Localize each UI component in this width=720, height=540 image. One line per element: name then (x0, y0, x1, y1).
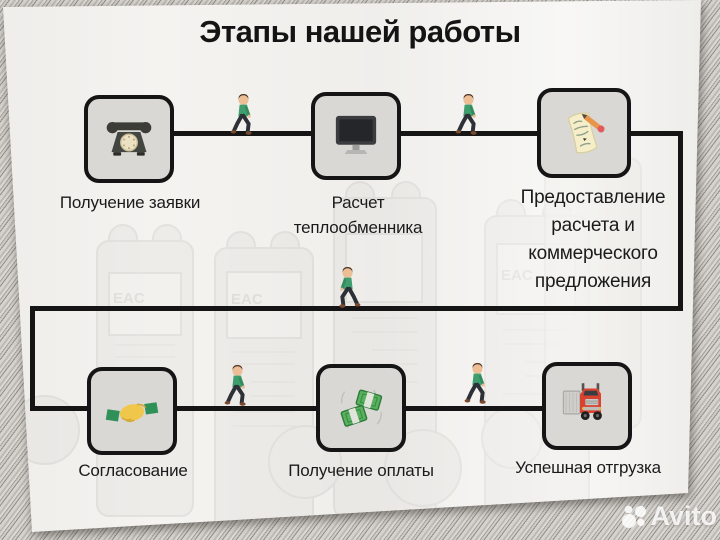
page-title: Этапы нашей работы (199, 14, 521, 49)
memo-pencil-icon (567, 112, 605, 154)
desktop-computer-icon (335, 115, 377, 154)
step-label-approval: Согласование (78, 461, 188, 480)
avito-watermark: Avito (621, 501, 718, 532)
step-label-proposal: Предоставление расчета и коммерческого п… (520, 187, 666, 292)
step-box-request (84, 95, 174, 183)
avito-watermark-label: Avito (650, 501, 718, 531)
svg-text:EAC: EAC (113, 290, 145, 307)
walking-person-icon (453, 91, 483, 137)
step-box-approval (87, 367, 177, 455)
connector-right-line (678, 131, 683, 311)
step-box-calculation (311, 92, 401, 180)
step-label-calculation: Расчет теплообменника (293, 193, 423, 237)
walking-person-icon (462, 360, 492, 406)
walking-person-icon (222, 362, 252, 408)
handshake-icon (105, 402, 159, 423)
step-box-shipment (542, 362, 632, 450)
money-banknotes-icon (340, 389, 383, 428)
walking-person-icon (228, 91, 258, 137)
svg-text:EAC: EAC (501, 267, 533, 284)
step-label-request: Получение заявки (59, 193, 201, 212)
rotary-phone-icon (106, 121, 152, 156)
red-truck-icon (562, 383, 602, 420)
step-box-proposal (537, 88, 631, 178)
step-box-payment (316, 364, 406, 452)
step-label-payment: Получение оплаты (288, 461, 434, 480)
connector-left-line (30, 306, 35, 411)
avito-logo (621, 505, 646, 528)
svg-text:EAC: EAC (231, 291, 263, 308)
connector-middle-line (30, 306, 683, 311)
connector-bottom-line (30, 406, 592, 411)
walking-person-icon (333, 264, 363, 310)
step-label-shipment: Успешная отгрузка (515, 458, 661, 477)
